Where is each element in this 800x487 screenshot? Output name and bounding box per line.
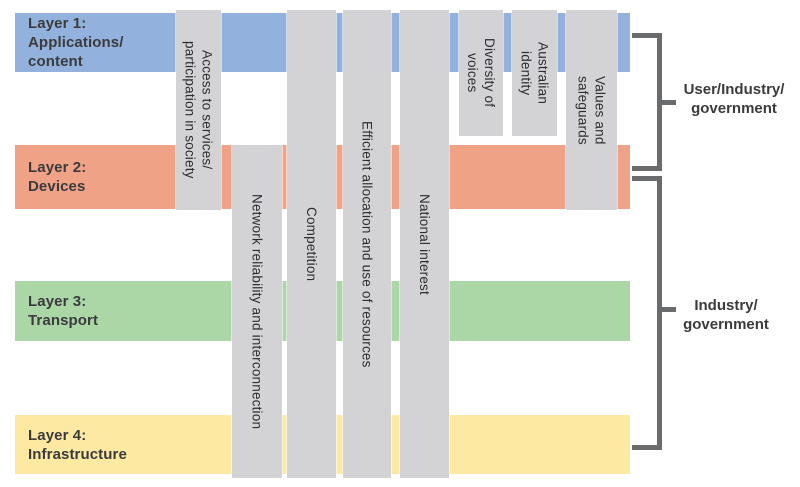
pillar-values-and-safeguards-label: Values and safeguards — [575, 75, 608, 145]
pillar-national-interest-label: National interest — [417, 193, 432, 295]
bracket-user-industry-tick — [662, 100, 676, 105]
pillar-values-and-safeguards: Values and safeguards — [566, 10, 617, 210]
layer-2-label: Layer 2: Devices — [28, 159, 87, 195]
bracket-user-industry-top — [632, 33, 662, 38]
pillar-efficient-allocation-label: Efficient allocation and use of resource… — [359, 120, 375, 368]
pillar-access-to-services: Access to services/ participation in soc… — [176, 10, 221, 210]
pillar-competition-label: Competition — [304, 206, 319, 282]
pillar-competition: Competition — [287, 10, 336, 478]
pillar-network-reliability: Network reliability and interconnection — [232, 145, 282, 478]
layer-3-label: Layer 3: Transport — [28, 293, 99, 329]
bracket-user-industry-label: User/Industry/ government — [683, 81, 785, 117]
pillar-efficient-allocation: Efficient allocation and use of resource… — [343, 10, 391, 478]
bracket-industry-bottom — [632, 445, 662, 450]
bracket-industry-tick — [662, 307, 676, 312]
pillar-network-reliability-label: Network reliability and interconnection — [249, 193, 265, 430]
layer-4-label: Layer 4: Infrastructure — [28, 426, 127, 463]
pillar-access-to-services-label: Access to services/ participation in soc… — [182, 41, 215, 179]
pillar-national-interest: National interest — [400, 10, 449, 478]
bracket-user-industry-bottom — [632, 166, 662, 171]
pillar-diversity-of-voices-label: Diversity of voices — [465, 38, 497, 108]
bracket-industry-label: Industry/ government — [683, 297, 769, 333]
bracket-user-industry-stem — [657, 33, 662, 171]
pillar-australian-identity-label: Australian identity — [518, 41, 551, 105]
bracket-industry-top — [632, 176, 662, 181]
bracket-industry-stem — [657, 176, 662, 450]
pillar-australian-identity: Australian identity — [512, 10, 557, 136]
pillar-diversity-of-voices: Diversity of voices — [459, 10, 503, 136]
layer-1-label: Layer 1: Applications/ content — [28, 15, 124, 70]
